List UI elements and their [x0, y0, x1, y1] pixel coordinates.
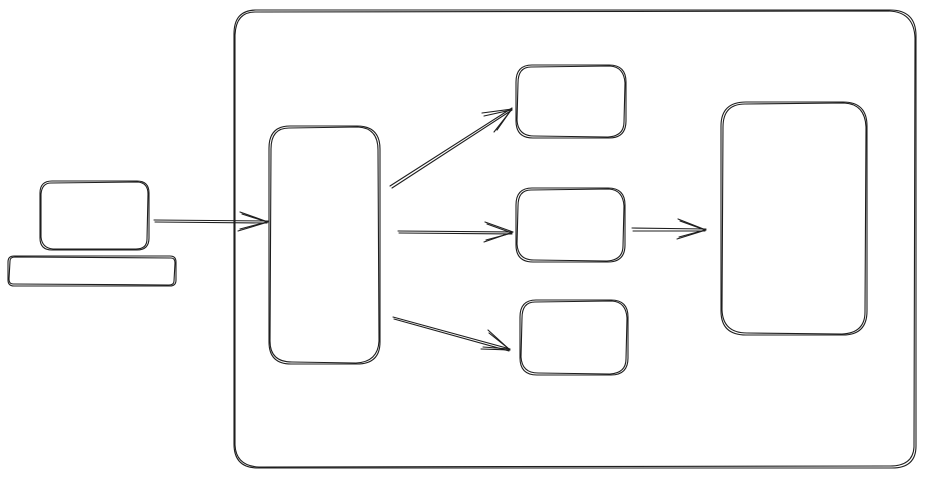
service-box-middle [515, 187, 626, 263]
arrow-gateway-to-service-middle [397, 221, 514, 243]
client-keyboard-box [7, 255, 177, 287]
system-boundary-box [233, 9, 917, 469]
arrow-gateway-to-service-top [389, 107, 513, 189]
service-box-top [515, 64, 627, 139]
datastore-box [720, 101, 868, 336]
arrow-gateway-to-service-bottom [392, 316, 511, 352]
service-box-bottom [519, 299, 629, 376]
client-monitor-box [39, 180, 150, 251]
gateway-box [268, 125, 381, 365]
arrow-service-to-datastore [631, 218, 707, 240]
arrow-client-to-gateway [153, 211, 269, 232]
